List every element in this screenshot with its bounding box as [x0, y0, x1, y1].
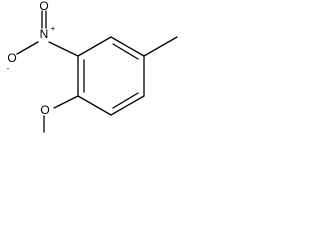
- atom-nitro-oxygen-negative: O -: [7, 51, 17, 73]
- atom-label: O: [7, 51, 16, 65]
- ring-bond-6: [77, 36, 112, 57]
- atom-label: N: [40, 27, 49, 41]
- ring-bond-1: [110, 36, 145, 57]
- ring-bond-4: [77, 95, 112, 116]
- methyl-bond: [143, 36, 178, 57]
- atom-label: O: [39, 0, 48, 13]
- benzene-ring: [77, 36, 145, 116]
- nitro-attachment-bond: [48, 41, 79, 57]
- ring-inner-bond-2: [112, 92, 139, 109]
- methoxy-o-bond: [53, 95, 79, 109]
- negative-charge: -: [7, 64, 10, 73]
- atom-nitro-nitrogen: N +: [40, 24, 56, 41]
- atom-methoxy-oxygen: O: [40, 103, 49, 117]
- structure-diagram: O N + O - O: [7, 0, 178, 133]
- nitro-n-o-single-bond: [16, 41, 39, 55]
- positive-charge: +: [51, 24, 56, 33]
- atom-nitro-oxygen-double: O: [39, 0, 48, 13]
- ring-inner-bond-1: [112, 43, 139, 60]
- atom-label: O: [40, 103, 49, 117]
- ring-bond-3: [110, 95, 145, 116]
